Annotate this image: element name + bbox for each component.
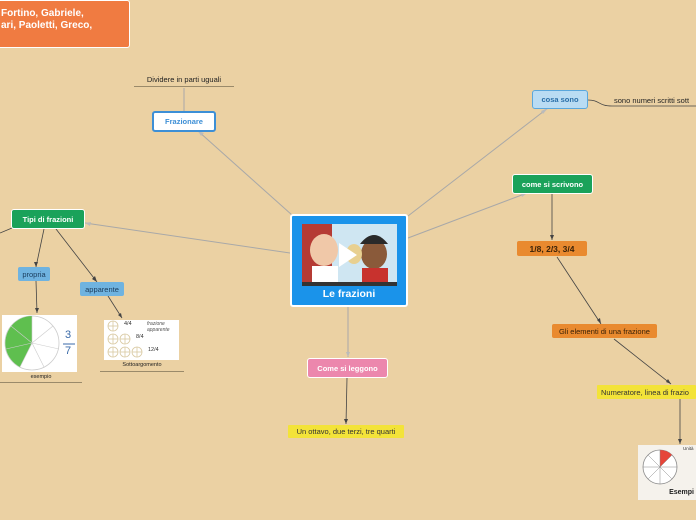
apparent-label: frazione apparente [147, 321, 177, 333]
fraction-denominator: 7 [65, 345, 71, 357]
apparent-fraction-1: 4/4 [124, 321, 132, 327]
central-topic[interactable]: Le frazioni [290, 214, 408, 307]
topic-frazionare[interactable]: Frazionare [152, 111, 216, 132]
pie-fraction-image[interactable]: 3 7 [2, 315, 77, 372]
subtopic-apparente[interactable]: apparente [80, 282, 124, 296]
subtopic-lettura[interactable]: Un ottavo, due terzi, tre quarti [288, 425, 404, 438]
caption-esempio: esempio [0, 374, 82, 383]
esempi-pie-image [638, 445, 696, 489]
topic-tipi-di-frazioni[interactable]: Tipi di frazioni [11, 209, 85, 229]
subtopic-numeratore[interactable]: Numeratore, linea di frazio [597, 385, 696, 399]
play-icon[interactable] [339, 243, 357, 267]
fraction-numerator: 3 [65, 329, 71, 341]
topic-come-si-scrivono[interactable]: come si scrivono [512, 174, 593, 194]
caption-sottoargomento: Sottoargomento [100, 362, 184, 372]
subtopic-esempi-frazioni[interactable]: 1/8, 2/3, 3/4 [517, 241, 587, 256]
subtopic-elementi[interactable]: Gli elementi di una frazione [552, 324, 657, 338]
topic-dividere[interactable]: Dividere in parti uguali [134, 75, 234, 87]
topic-come-si-leggono[interactable]: Come si leggono [307, 358, 388, 378]
central-topic-title: Le frazioni [292, 288, 406, 300]
esempi-unit-label: Unità [683, 446, 694, 451]
authors-box[interactable]: Fortino, Gabriele, ari, Paoletti, Greco, [0, 0, 130, 48]
esempi-image[interactable]: Unità Esempi [638, 445, 696, 500]
pie-chart-image [2, 315, 77, 372]
subtopic-cosa-sono-desc[interactable]: sono numeri scritti sott [614, 96, 696, 106]
apparent-fraction-3: 12/4 [148, 347, 159, 353]
authors-line-2: ari, Paoletti, Greco, [1, 20, 129, 32]
apparent-fraction-2: 8/4 [136, 334, 144, 340]
topic-cosa-sono[interactable]: cosa sono [532, 90, 588, 109]
video-thumbnail[interactable] [302, 224, 397, 286]
esempi-caption: Esempi [658, 489, 694, 496]
subtopic-propria[interactable]: propria [18, 267, 50, 281]
apparent-fraction-image[interactable]: frazione apparente 4/4 8/4 12/4 [104, 320, 179, 360]
authors-line-1: Fortino, Gabriele, [1, 8, 129, 20]
